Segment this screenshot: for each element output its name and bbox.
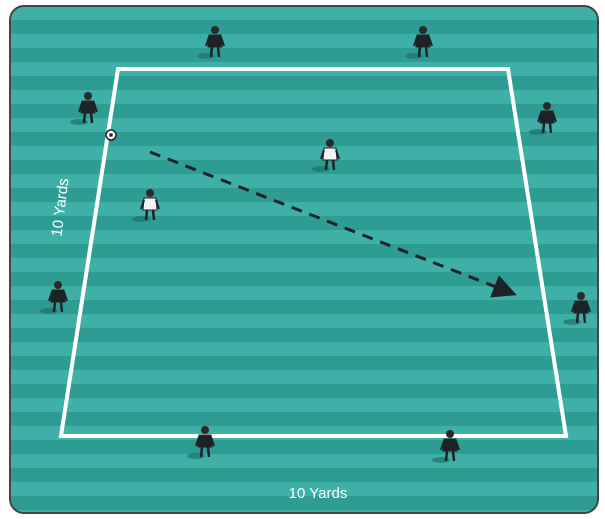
field-stripe [10,412,598,426]
field-stripe [10,160,598,174]
field-stripe [10,272,598,286]
field-stripe [10,132,598,146]
field-stripe [10,216,598,230]
field-stripe [10,244,598,258]
field-stripe [10,384,598,398]
field-stripe [10,468,598,482]
field-stripe [10,48,598,62]
field-stripe [10,300,598,314]
field-stripe [10,440,598,454]
field-stripe [10,328,598,342]
field-stripe [10,356,598,370]
field-stripe [10,20,598,34]
soccer-ball-icon [106,130,116,140]
field-stripe [10,104,598,118]
bottom-length-label: 10 Yards [289,485,348,502]
